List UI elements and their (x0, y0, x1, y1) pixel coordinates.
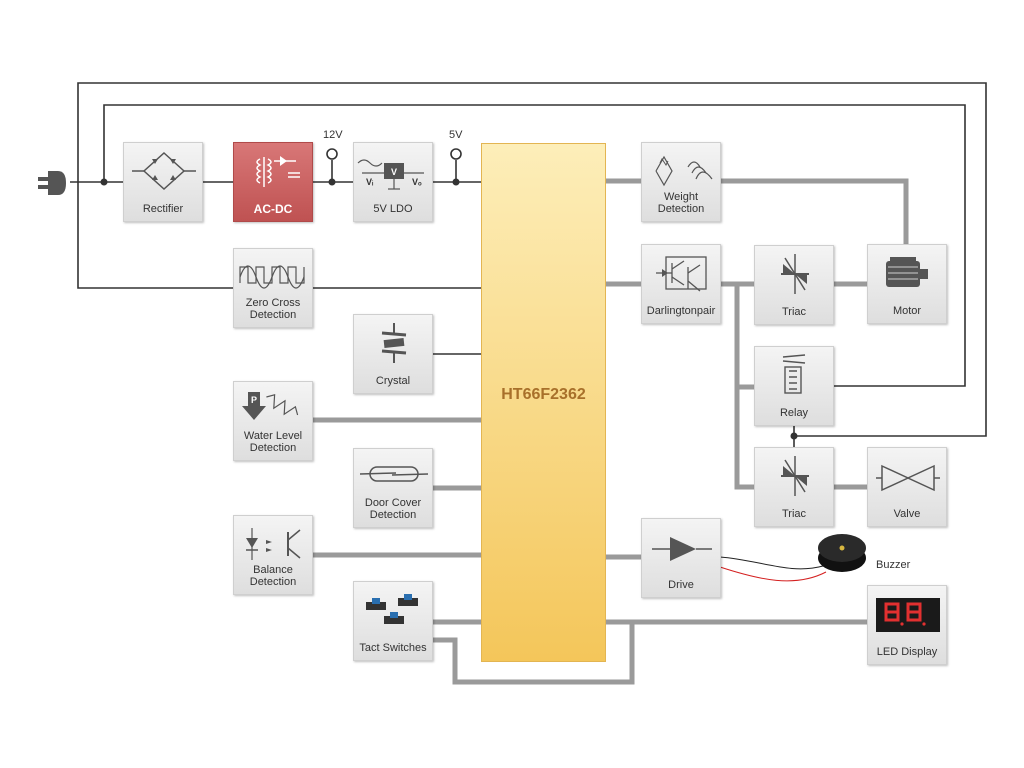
valve-icon (876, 464, 940, 492)
optocoupler-icon (246, 528, 301, 560)
relay-icon (782, 354, 806, 394)
acdc-block: AC-DC (233, 142, 313, 222)
label-12v: 12V (323, 129, 343, 141)
amplifier-icon (652, 537, 712, 561)
zero-cross-line1: Zero Cross (245, 297, 301, 309)
mains-loop-outer (77, 82, 987, 437)
darlington-label: Darlingtonpair (646, 305, 716, 317)
ldo-vi-text: Vᵢ (366, 177, 374, 187)
power-plug-icon (38, 171, 66, 195)
triac-top-block: Triac (754, 245, 834, 325)
valve-label: Valve (893, 508, 921, 520)
balance-label: Balance Detection (234, 564, 312, 588)
label-5v: 5V (449, 129, 463, 141)
buzzer-label: Buzzer (876, 559, 911, 571)
door-cover-label: Door Cover Detection (354, 497, 432, 521)
weight-detection-block: Weight Detection (641, 142, 721, 222)
tact-switches-block: Tact Switches (353, 581, 433, 661)
triac-top-label: Triac (781, 306, 807, 318)
led-display-block: LED Display (867, 585, 947, 665)
door-cover-block: Door Cover Detection (353, 448, 433, 528)
pressure-sensor-icon: P (242, 392, 299, 420)
zero-cross-line (77, 182, 233, 289)
relay-label: Relay (779, 407, 809, 419)
balance-line2: Detection (249, 576, 297, 588)
led-display-label: LED Display (876, 646, 938, 658)
weight-line2: Detection (657, 203, 705, 215)
ldo-label: 5V LDO (373, 203, 413, 215)
triac-icon (781, 456, 809, 496)
bridge-rectifier-icon (132, 151, 196, 191)
darlington-transistor-icon (656, 256, 707, 292)
triac-bottom-label: Triac (781, 508, 807, 520)
relay-block: Relay (754, 346, 834, 426)
ldo-block: V Vᵢ Vₒ 5V LDO (353, 142, 433, 222)
water-level-line1: Water Level (243, 430, 303, 442)
door-cover-line2: Detection (369, 509, 417, 521)
water-level-line2: Detection (249, 442, 297, 454)
tact-switches-label: Tact Switches (359, 642, 427, 654)
buzzer-icon (818, 534, 866, 572)
transformer-icon (256, 156, 300, 187)
water-level-block: P Water Level Detection (233, 381, 313, 461)
door-cover-line1: Door Cover (364, 497, 422, 509)
zero-cross-line2: Detection (249, 309, 297, 321)
motor-block: Motor (867, 244, 947, 324)
mcu-chip: HT66F2362 (481, 143, 606, 662)
mcu-label: HT66F2362 (501, 386, 586, 403)
reed-switch-icon (359, 466, 429, 482)
weight-line1: Weight (663, 191, 699, 203)
rectifier-label: Rectifier (142, 203, 184, 215)
zero-cross-block: Zero Cross Detection (233, 248, 313, 328)
drive-label: Drive (668, 579, 694, 591)
valve-block: Valve (867, 447, 947, 527)
ldo-vo-text: Vₒ (412, 177, 422, 187)
darlington-block: Darlingtonpair (641, 244, 721, 324)
zero-cross-label: Zero Cross Detection (234, 297, 312, 321)
strain-gauge-icon (655, 155, 713, 187)
triac-bottom-block: Triac (754, 447, 834, 527)
balance-block: Balance Detection (233, 515, 313, 595)
crystal-label: Crystal (375, 375, 411, 387)
motor-label: Motor (892, 305, 922, 317)
mains-loop-inner (103, 104, 966, 387)
seven-segment-display-icon (876, 598, 940, 632)
ldo-v-text: V (391, 167, 397, 177)
drive-block: Drive (641, 518, 721, 598)
crystal-block: Crystal (353, 314, 433, 394)
crystal-icon (381, 323, 407, 363)
regulator-icon: V Vᵢ Vₒ (357, 159, 424, 190)
weight-detection-label: Weight Detection (642, 191, 720, 215)
triac-icon (781, 254, 809, 294)
motor-icon (886, 257, 928, 287)
rectifier-block: Rectifier (123, 142, 203, 222)
tact-switch-icon (366, 594, 418, 624)
water-level-p-text: P (251, 395, 257, 405)
water-level-label: Water Level Detection (234, 430, 312, 454)
acdc-label: AC-DC (253, 202, 293, 216)
balance-line1: Balance (253, 564, 293, 576)
waveform-icon (239, 265, 305, 289)
